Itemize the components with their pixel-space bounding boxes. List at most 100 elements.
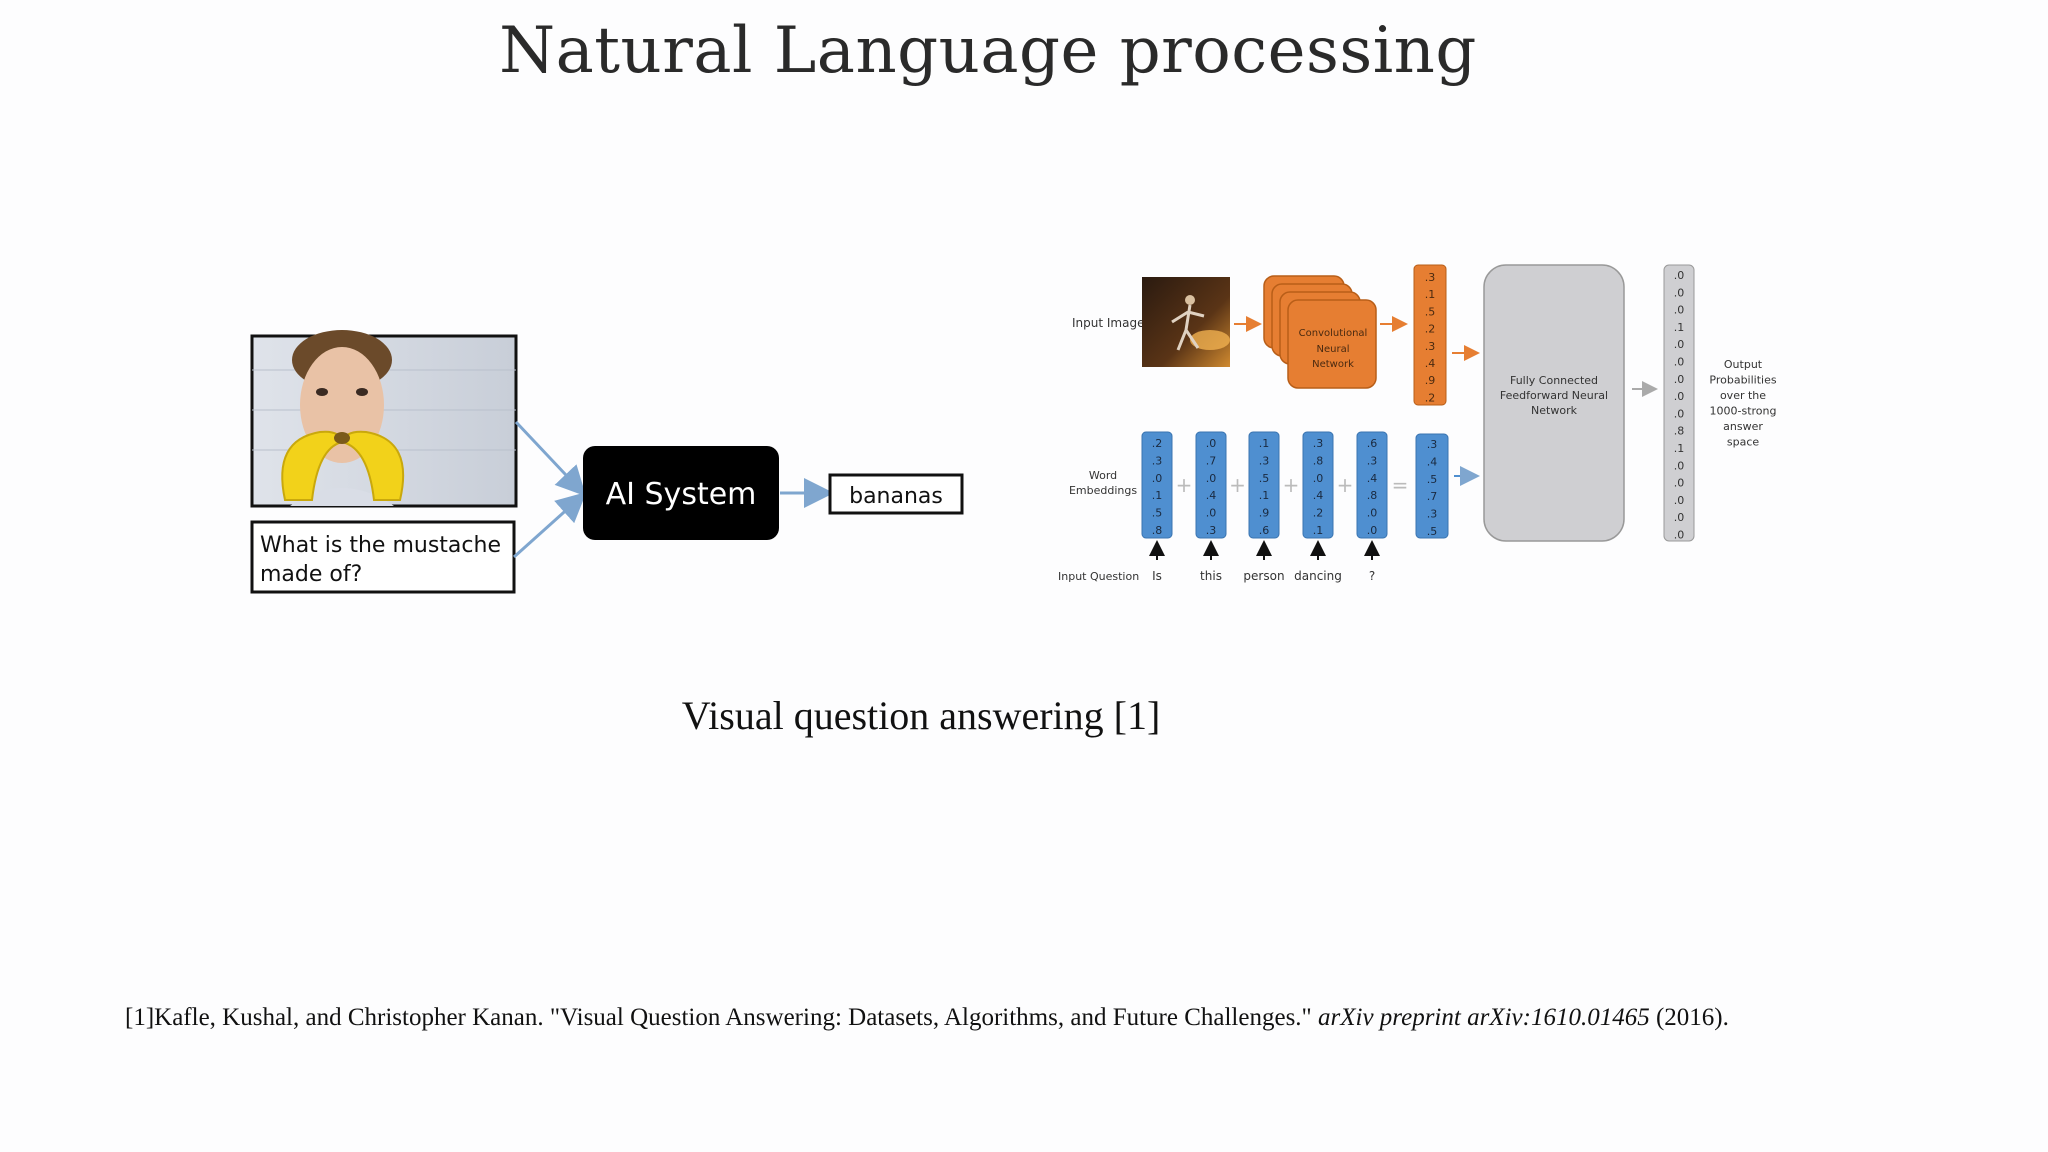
output-vector-value: .8 [1674, 425, 1685, 438]
output-vector-value: .0 [1674, 407, 1685, 420]
word-vector-value: .0 [1367, 524, 1378, 537]
reference-venue: arXiv preprint arXiv:1610.01465 [1318, 1004, 1650, 1031]
image-vector-value: .9 [1425, 374, 1436, 387]
input-word: dancing [1294, 569, 1342, 583]
word-vector: .6.3.4.8.0.0 [1356, 431, 1388, 539]
input-word: ? [1369, 569, 1375, 583]
output-vector-value: .0 [1674, 390, 1685, 403]
word-vector-value: .3 [1206, 524, 1217, 537]
input-question-words: Is this person dancing? [1149, 540, 1380, 583]
output-vector-value: .0 [1674, 511, 1685, 524]
vqa-example: What is the mustache made of? AI System … [250, 330, 964, 594]
output-vector-value: .0 [1674, 356, 1685, 369]
word-vector-value: .3 [1367, 454, 1378, 467]
output-vector-value: .0 [1674, 494, 1685, 507]
word-vector-value: .0 [1206, 437, 1217, 450]
question-line-1: What is the mustache [260, 533, 501, 558]
word-vector-value: .4 [1367, 472, 1378, 485]
arrow-question-to-ai [512, 491, 587, 559]
word-vector-value: .2 [1152, 437, 1163, 450]
sum-vector-value: .7 [1427, 490, 1438, 503]
word-vector-value: .3 [1259, 454, 1270, 467]
output-vector-value: .0 [1674, 459, 1685, 472]
ffnn-box: Fully Connected Feedforward Neural Netwo… [1483, 264, 1625, 542]
image-vector-value: .2 [1425, 323, 1436, 336]
question-box: What is the mustache made of? [250, 520, 516, 594]
plus-sign: + [1176, 473, 1193, 497]
input-image-thumbnail [1142, 277, 1230, 367]
word-embeddings-label-2: Embeddings [1069, 484, 1137, 497]
plus-sign: + [1337, 473, 1354, 497]
answer-box: bananas [828, 473, 964, 515]
output-vector-value: .0 [1674, 304, 1685, 317]
word-vector-value: .5 [1152, 507, 1163, 520]
photo-banana-mustache [250, 330, 518, 508]
word-vector-box [1141, 431, 1173, 539]
output-label-line: over the [1720, 389, 1766, 402]
output-vector-value: .1 [1674, 442, 1685, 455]
reference-citation: [1]Kafle, Kushal, and Christopher Kanan.… [125, 1004, 2005, 1032]
cnn-stack: Convolutional Neural Network [1263, 275, 1377, 389]
word-vector: .3.8.0.4.2.1 [1302, 431, 1334, 539]
output-label-line: answer [1723, 420, 1763, 433]
word-vector-value: .3 [1313, 437, 1324, 450]
input-word: Is [1152, 569, 1162, 583]
word-vector-box [1356, 431, 1388, 539]
word-vector-box [1195, 431, 1227, 539]
word-vector-value: .6 [1259, 524, 1270, 537]
word-vector: .1.3.5.1.9.6 [1248, 431, 1280, 539]
sum-vector-value: .3 [1427, 438, 1438, 451]
sum-vector-value: .3 [1427, 508, 1438, 521]
sum-vector-value: .4 [1427, 455, 1438, 468]
word-vector-value: .0 [1152, 472, 1163, 485]
word-vector-value: .1 [1152, 489, 1163, 502]
sum-vector-value: .5 [1427, 473, 1438, 486]
reference-authors-title: [1]Kafle, Kushal, and Christopher Kanan.… [125, 1004, 1312, 1031]
sum-vector-value: .5 [1427, 525, 1438, 538]
word-vector-value: .1 [1259, 437, 1270, 450]
summed-question-vector: .3 .4 .5 .7 .3 .5 [1415, 433, 1449, 539]
word-vector: .2.3.0.1.5.8 [1141, 431, 1173, 539]
slide-title: Natural Language processing [499, 14, 1477, 88]
output-label-line: 1000-strong [1710, 405, 1777, 418]
word-vector-value: .0 [1313, 472, 1324, 485]
word-vector-value: .2 [1313, 507, 1324, 520]
image-vector-value: .3 [1425, 340, 1436, 353]
arrow-image-to-ai [514, 420, 587, 497]
image-vector-value: .5 [1425, 305, 1436, 318]
word-vector-value: .0 [1367, 507, 1378, 520]
word-vector-value: .1 [1313, 524, 1324, 537]
output-vector-value: .0 [1674, 286, 1685, 299]
ai-system-label: AI System [606, 477, 757, 512]
word-vector-value: .9 [1259, 507, 1270, 520]
input-image-label: Input Image [1072, 316, 1144, 330]
ffnn-label-2: Feedforward Neural [1500, 389, 1608, 402]
answer-label: bananas [849, 484, 943, 509]
word-vector-value: .4 [1206, 489, 1217, 502]
input-word: this [1200, 569, 1222, 583]
equals-sign: = [1392, 473, 1409, 497]
output-vector-value: .0 [1674, 269, 1685, 282]
reference-year: (2016). [1655, 1004, 1729, 1031]
word-embeddings-label-1: Word [1089, 469, 1117, 482]
cnn-label-1: Convolutional [1299, 328, 1368, 339]
word-vector-value: .1 [1259, 489, 1270, 502]
word-vector-box [1302, 431, 1334, 539]
input-word: person [1243, 569, 1284, 583]
ai-system-box: AI System [583, 446, 779, 540]
cnn-label-3: Network [1312, 359, 1354, 370]
output-label-line: Probabilities [1709, 374, 1776, 387]
plus-sign: + [1283, 473, 1300, 497]
vqa-architecture: Input Image Word Embeddings Input Questi… [1058, 264, 1777, 583]
plus-sign: + [1229, 473, 1246, 497]
word-vector-value: .6 [1367, 437, 1378, 450]
word-vector: .0.7.0.4.0.3 [1195, 431, 1227, 539]
word-vector-value: .8 [1152, 524, 1163, 537]
question-line-2: made of? [260, 562, 362, 587]
output-label-line: space [1727, 436, 1760, 449]
figure-caption: Visual question answering [1] [681, 693, 1161, 738]
image-vector-value: .4 [1425, 357, 1436, 370]
word-embedding-vectors: .2.3.0.1.5.8+.0.7.0.4.0.3+.1.3.5.1.9.6+.… [1141, 431, 1409, 539]
word-vector-value: .4 [1313, 489, 1324, 502]
